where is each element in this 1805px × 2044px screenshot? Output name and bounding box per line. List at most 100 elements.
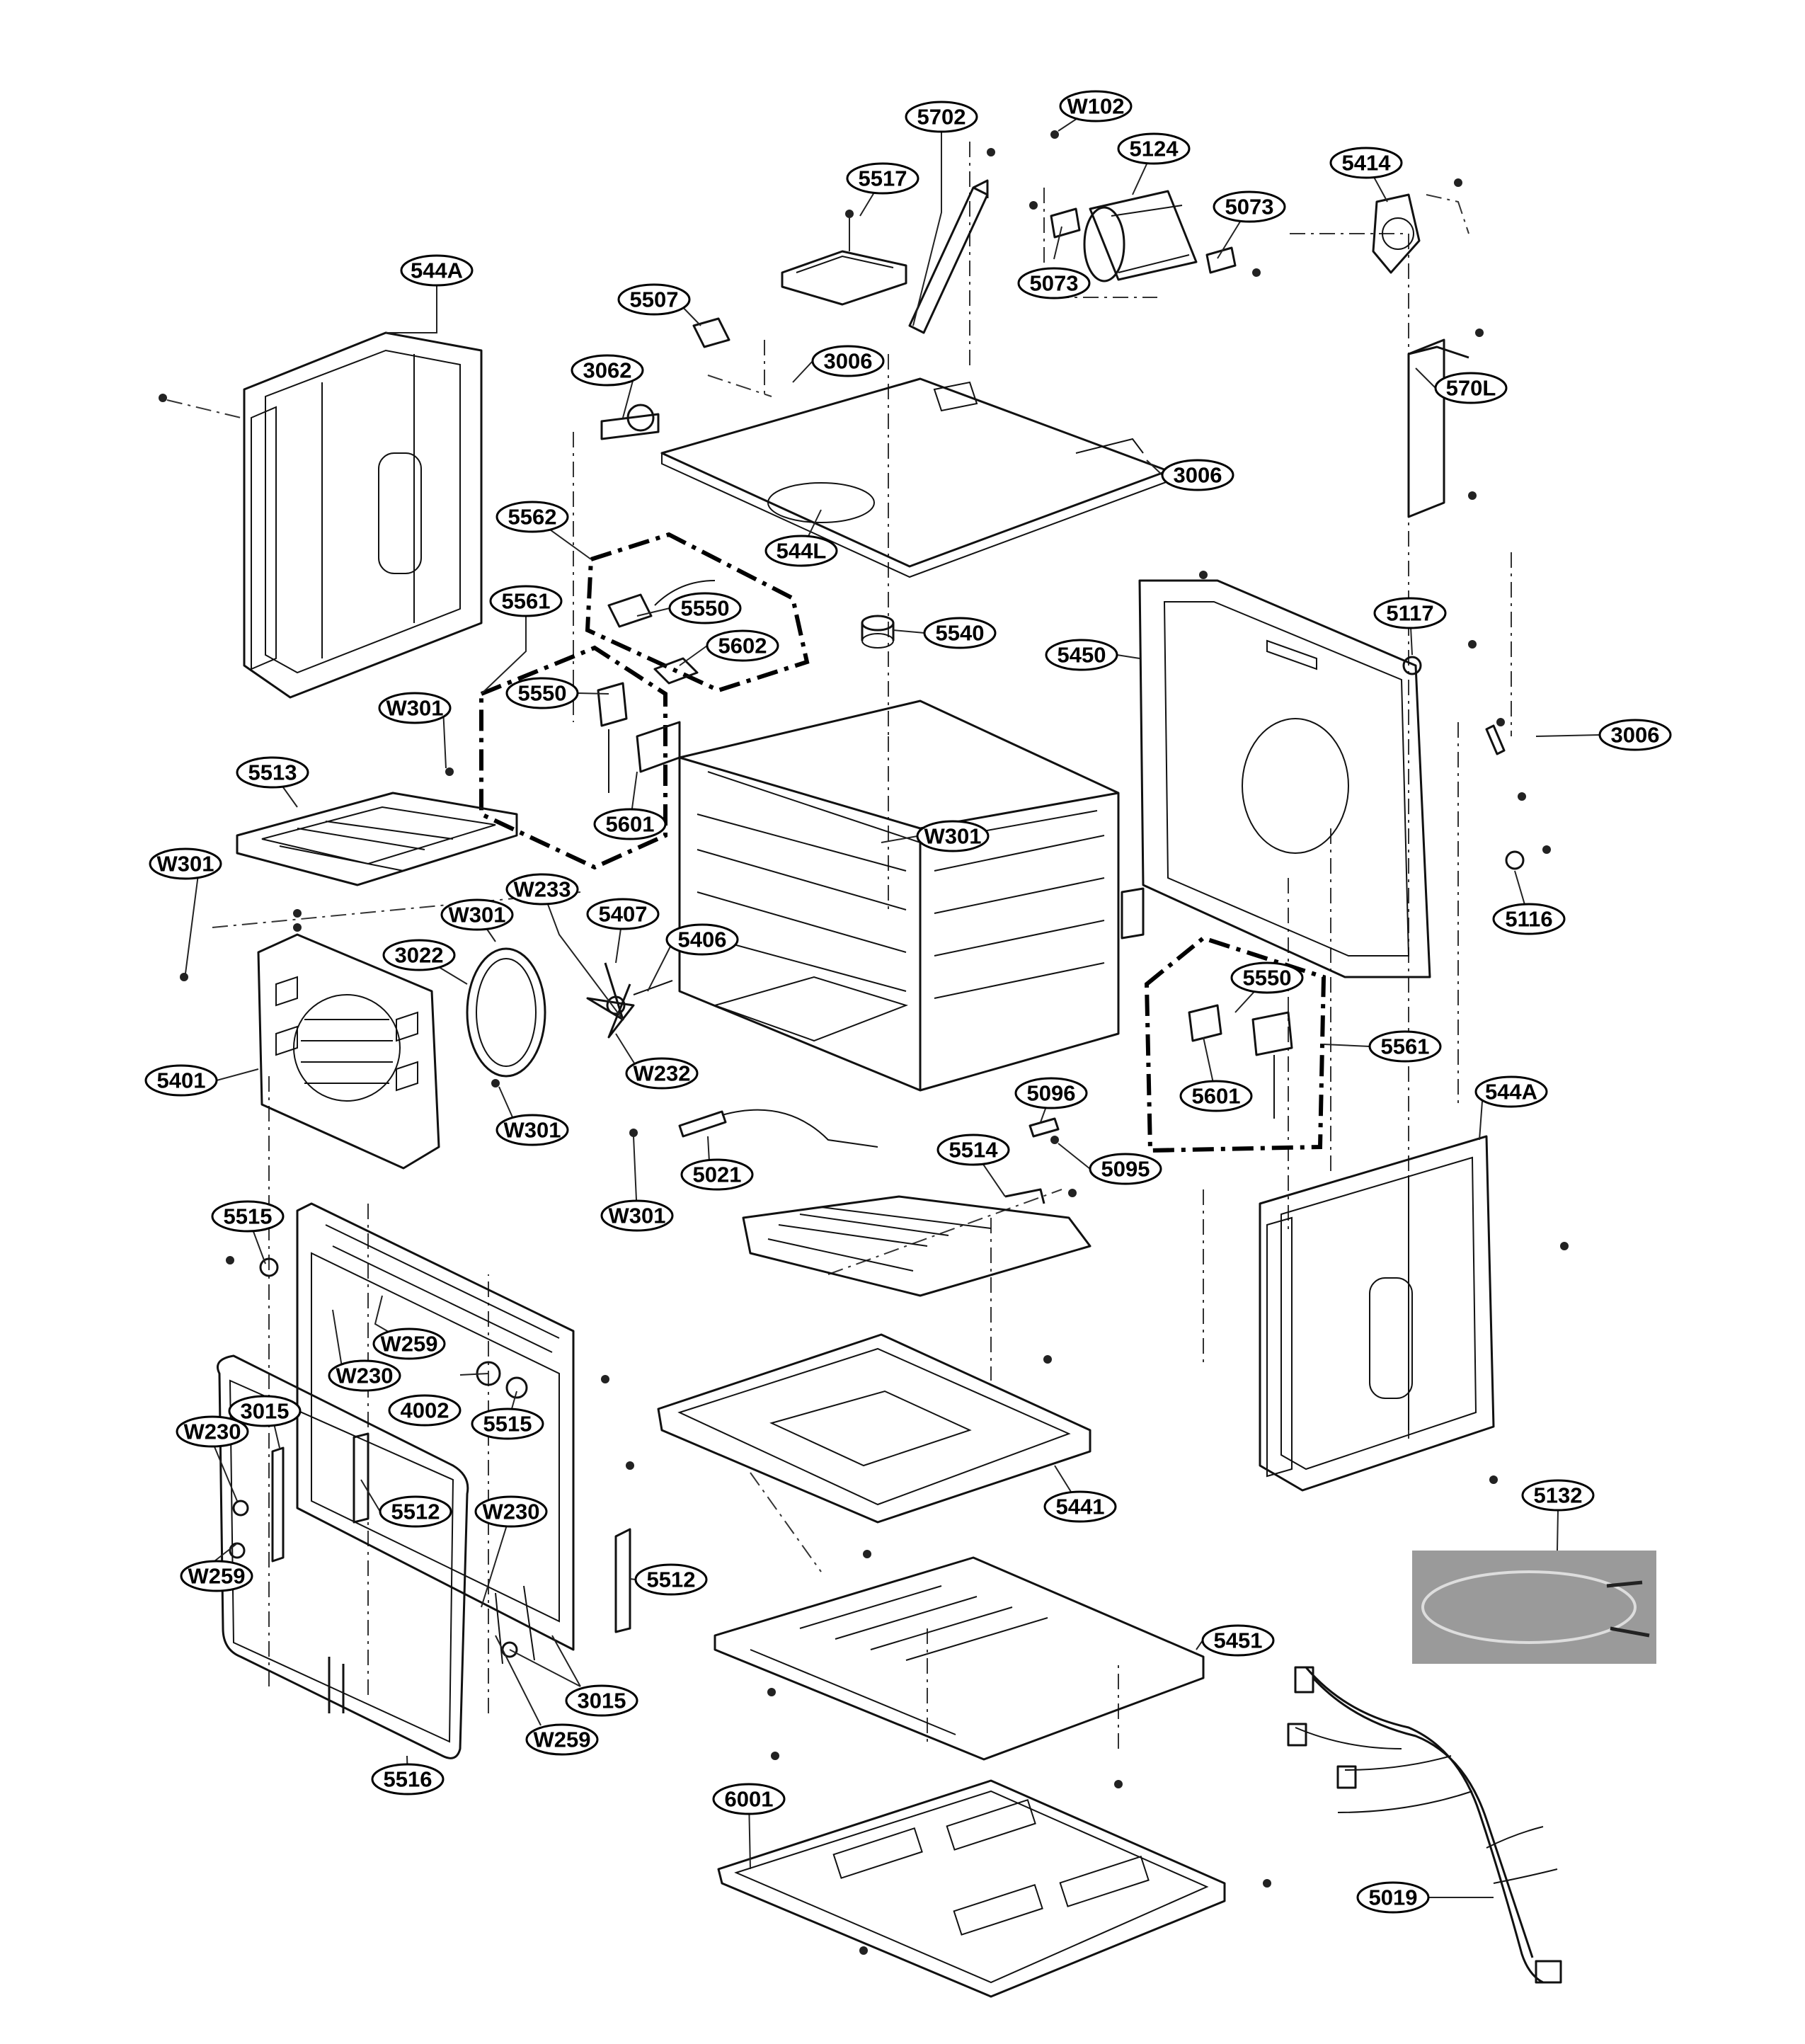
svg-text:5021: 5021 <box>693 1163 742 1187</box>
callout-label: 3022 <box>382 939 456 971</box>
svg-text:5441: 5441 <box>1056 1495 1105 1519</box>
callout-label: 3006 <box>1161 459 1234 491</box>
callout-label: 5550 <box>1230 961 1304 994</box>
svg-text:5117: 5117 <box>1386 601 1433 626</box>
part-5507 <box>692 317 730 348</box>
part-5513 <box>236 767 518 918</box>
svg-text:544L: 544L <box>777 539 827 564</box>
part-5450 <box>1138 571 1551 978</box>
part-5702 <box>908 148 995 334</box>
part-3022 <box>466 947 546 1087</box>
callout-label: 5407 <box>586 898 660 930</box>
callout-label: 544A <box>400 254 474 287</box>
svg-text:5561: 5561 <box>502 589 551 614</box>
svg-text:5562: 5562 <box>508 505 557 530</box>
svg-text:5401: 5401 <box>157 1068 206 1093</box>
callout-label: 544A <box>1474 1075 1548 1108</box>
callout-label: 5515 <box>471 1408 544 1440</box>
group-5562 <box>585 532 810 693</box>
part-5021 <box>629 1109 878 1148</box>
svg-text:3006: 3006 <box>1174 463 1222 488</box>
part-5124 <box>1029 130 1261 282</box>
svg-text:5507: 5507 <box>630 287 679 312</box>
svg-text:5516: 5516 <box>384 1767 432 1792</box>
callout-label: W259 <box>372 1328 446 1360</box>
callout-label: 3015 <box>565 1684 638 1717</box>
svg-text:5512: 5512 <box>647 1568 696 1592</box>
svg-text:W301: W301 <box>449 903 506 927</box>
part-5514 <box>742 1188 1091 1297</box>
oven-cavity <box>678 700 1145 1092</box>
part-5512-bracket <box>229 1432 634 1665</box>
top-panel-544L <box>660 377 1169 578</box>
callout-label: 5561 <box>1368 1030 1442 1063</box>
svg-text:5702: 5702 <box>917 105 966 130</box>
callout-label: 5512 <box>634 1563 708 1596</box>
svg-text:5515: 5515 <box>224 1204 273 1229</box>
svg-text:5550: 5550 <box>1243 966 1292 990</box>
svg-text:W259: W259 <box>381 1332 438 1357</box>
callout-label: 5116 <box>1492 903 1566 935</box>
callout-label: 5540 <box>923 617 997 649</box>
svg-text:W301: W301 <box>609 1204 666 1228</box>
part-6001 <box>717 1688 1271 1998</box>
callout-label: 5132 <box>1521 1479 1595 1512</box>
svg-text:5450: 5450 <box>1058 643 1106 668</box>
svg-text:5073: 5073 <box>1225 195 1274 219</box>
callout-label: 3015 <box>228 1395 302 1427</box>
callout-label: 5441 <box>1043 1490 1117 1523</box>
callout-label: 5601 <box>1179 1080 1253 1112</box>
svg-text:3015: 3015 <box>578 1689 626 1713</box>
callout-label: 5073 <box>1017 267 1091 299</box>
callout-label: W230 <box>176 1415 249 1448</box>
part-5414 <box>1372 178 1469 274</box>
svg-text:W259: W259 <box>534 1728 591 1752</box>
callout-label: 5451 <box>1201 1624 1275 1657</box>
callout-label: 5562 <box>495 501 569 533</box>
callout-label: W301 <box>149 847 222 880</box>
part-5540 <box>861 615 895 649</box>
part-5096 <box>1028 1117 1060 1144</box>
svg-text:6001: 6001 <box>725 1787 774 1812</box>
callout-label: W230 <box>474 1495 548 1528</box>
svg-text:5561: 5561 <box>1381 1034 1430 1059</box>
callout-label: 5512 <box>379 1495 452 1528</box>
svg-text:5513: 5513 <box>248 760 297 785</box>
callout-label: 3006 <box>1598 719 1672 751</box>
svg-text:W233: W233 <box>514 877 571 902</box>
callout-label: 5602 <box>706 629 779 662</box>
callout-label: 5516 <box>371 1763 445 1795</box>
callout-label: 5095 <box>1089 1153 1162 1185</box>
svg-text:W230: W230 <box>483 1500 540 1524</box>
callout-label: 5513 <box>236 756 309 789</box>
svg-text:3062: 3062 <box>583 358 632 383</box>
svg-text:5514: 5514 <box>949 1138 999 1163</box>
svg-text:5601: 5601 <box>606 812 655 837</box>
callout-label: 5450 <box>1045 639 1118 671</box>
svg-text:544A: 544A <box>1485 1080 1537 1104</box>
callout-label: 3062 <box>571 354 644 387</box>
callout-label: 570L <box>1434 372 1508 404</box>
svg-text:544A: 544A <box>411 258 463 283</box>
svg-text:W259: W259 <box>188 1564 246 1589</box>
svg-text:5414: 5414 <box>1342 151 1392 176</box>
callout-label: W301 <box>440 898 514 931</box>
svg-text:570L: 570L <box>1446 376 1496 401</box>
svg-text:W301: W301 <box>386 696 444 721</box>
callout-label: 5507 <box>617 283 691 316</box>
svg-text:5550: 5550 <box>681 596 730 621</box>
callout-label: W301 <box>600 1199 674 1232</box>
svg-text:5095: 5095 <box>1101 1157 1150 1182</box>
callout-label: W301 <box>378 692 452 724</box>
callout-label: 5406 <box>665 923 739 956</box>
svg-text:5602: 5602 <box>718 634 767 658</box>
part-5407-fan <box>180 962 673 1039</box>
part-5401 <box>257 923 440 1170</box>
svg-text:W230: W230 <box>184 1420 241 1444</box>
callout-label: W301 <box>495 1114 569 1146</box>
group-5561-bot <box>1144 935 1326 1153</box>
svg-text:5406: 5406 <box>678 927 727 952</box>
svg-text:5451: 5451 <box>1214 1628 1263 1653</box>
callout-label: 5401 <box>144 1064 218 1097</box>
